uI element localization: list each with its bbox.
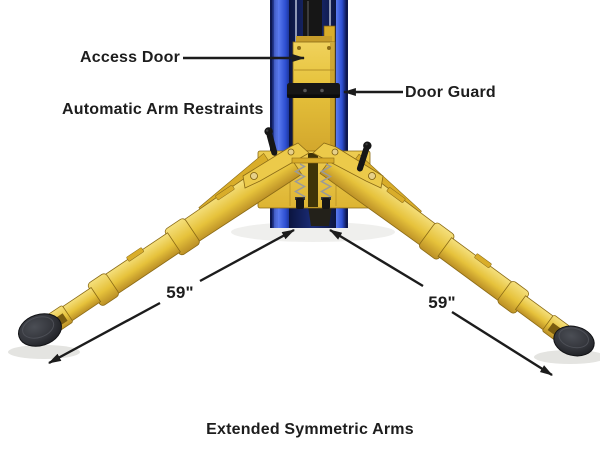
- left-dimension-arrow-outer: [48, 301, 161, 365]
- right-lift-pad: [553, 325, 595, 357]
- gusset-bolt: [250, 172, 258, 180]
- gusset-bolt: [331, 148, 339, 156]
- base-shadow: [308, 206, 332, 226]
- base-gusset-plates: [242, 142, 384, 189]
- right-arm-dimension-label: 59": [428, 293, 456, 312]
- left-dimension-arrow-inner: [199, 228, 295, 283]
- annotation-arrows: [48, 53, 553, 377]
- left-lift-pad: [18, 313, 62, 347]
- automatic-arm-restraints-label: Automatic Arm Restraints: [62, 101, 264, 118]
- door-guard-pad: [287, 83, 340, 98]
- left-arm-dimension-label: 59": [166, 283, 194, 302]
- arm-release-handles: [264, 127, 372, 172]
- gusset-bolt: [368, 172, 376, 180]
- diagram-caption: Extended Symmetric Arms: [206, 421, 414, 438]
- door-guard-label: Door Guard: [405, 84, 496, 101]
- right-dimension-arrow-outer: [451, 310, 553, 377]
- arm-restraint-springs: [291, 157, 335, 209]
- right-dimension-arrow-inner: [329, 228, 424, 288]
- base-slot: [308, 153, 318, 207]
- gusset-bolt: [287, 148, 295, 156]
- access-door-label: Access Door: [80, 49, 181, 66]
